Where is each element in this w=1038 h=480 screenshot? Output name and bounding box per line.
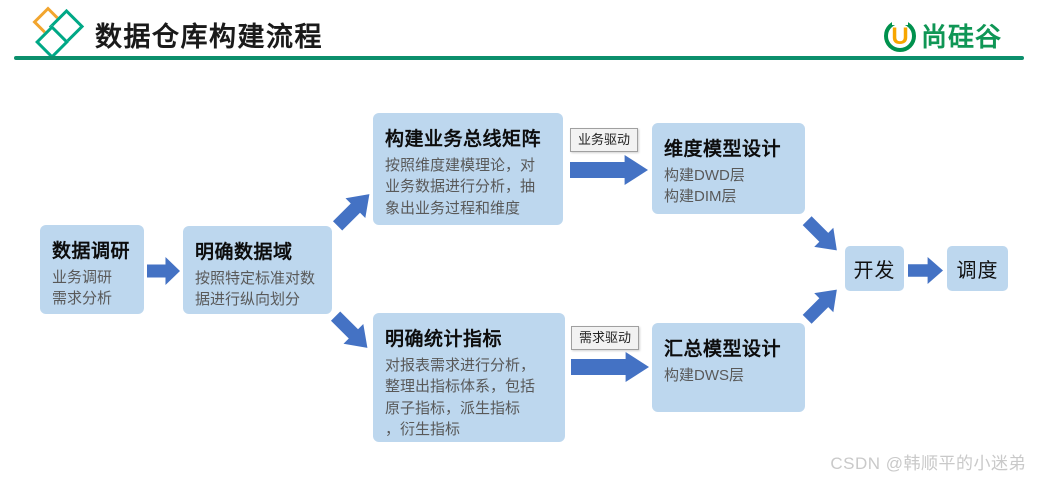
flow-box-bus-matrix: 构建业务总线矩阵 按照维度建模理论，对 业务数据进行分析，抽 象出业务过程和维度 (373, 113, 563, 225)
arrow-up-right-icon (332, 194, 370, 231)
box-title: 汇总模型设计 (664, 339, 782, 360)
box-title: 数据调研 (52, 241, 131, 262)
arrow-right-icon (570, 155, 648, 185)
flow-box-data-domain: 明确数据域 按照特定标准对数 据进行纵向划分 (183, 226, 332, 314)
csdn-watermark: CSDN @韩顺平的小迷弟 (830, 454, 1026, 473)
flow-box-schedule: 调度 (947, 246, 1008, 291)
box-title: 构建业务总线矩阵 (385, 129, 542, 150)
box-title: 维度模型设计 (664, 139, 782, 160)
flow-box-dimension-model: 维度模型设计 构建DWD层 构建DIM层 (652, 123, 805, 214)
page-title: 数据仓库构建流程 (95, 22, 323, 52)
arrow-down-right-icon (802, 216, 837, 251)
arrow-right-icon (147, 257, 180, 285)
box-body: 构建DWS层 (664, 367, 744, 384)
demand-driven-label: 需求驱动 (571, 326, 639, 350)
business-driven-label: 业务驱动 (570, 128, 638, 152)
arrow-right-icon (908, 257, 943, 284)
box-title: 开发 (853, 260, 896, 282)
svg-text:U: U (891, 23, 908, 50)
box-body: 按照特定标准对数 据进行纵向划分 (195, 270, 316, 309)
shangguigu-logo: U 尚硅谷 (882, 16, 1002, 54)
flow-box-summary-model: 汇总模型设计 构建DWS层 (652, 323, 805, 412)
box-body: 构建DWD层 构建DIM层 (664, 167, 745, 206)
arrow-down-right-icon (330, 311, 368, 348)
box-title: 明确数据域 (195, 242, 293, 263)
arrow-right-icon (571, 352, 649, 382)
box-title: 明确统计指标 (385, 329, 503, 350)
flow-box-dev: 开发 (845, 246, 904, 291)
flow-box-statistic-metrics: 明确统计指标 对报表需求进行分析， 整理出指标体系，包括 原子指标，派生指标 ，… (373, 313, 565, 442)
arrow-up-right-icon (802, 289, 837, 324)
box-title: 调度 (956, 260, 999, 282)
header-divider (14, 56, 1024, 60)
flow-box-data-survey: 数据调研 业务调研 需求分析 (40, 225, 144, 314)
brand-name: 尚硅谷 (921, 21, 1003, 52)
box-body: 对报表需求进行分析， 整理出指标体系，包括 原子指标，派生指标 ，衍生指标 (385, 357, 536, 438)
brand-diamonds-icon (30, 6, 86, 59)
box-body: 业务调研 需求分析 (52, 269, 113, 308)
shangguigu-u-icon: U (884, 16, 916, 52)
box-body: 按照维度建模理论，对 业务数据进行分析，抽 象出业务过程和维度 (385, 157, 536, 217)
